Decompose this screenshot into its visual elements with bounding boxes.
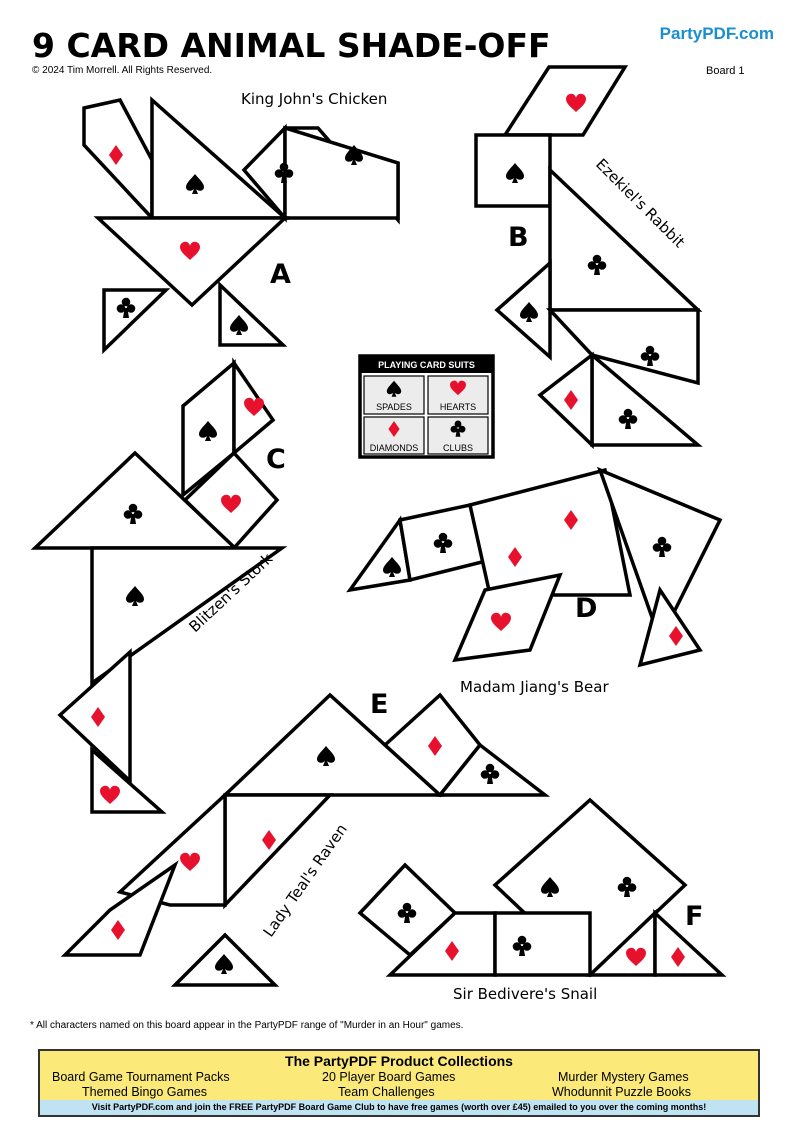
promo-item[interactable]: Board Game Tournament Packs	[52, 1070, 230, 1084]
suit-legend-content: PLAYING CARD SUITS SPADES HEARTS DIAMOND…	[360, 356, 493, 455]
bear-name: Madam Jiang's Bear	[460, 678, 609, 696]
snail-name: Sir Bedivere's Snail	[453, 985, 597, 1003]
page-title: 9 CARD ANIMAL SHADE-OFF	[32, 26, 551, 65]
bear-shapes	[346, 466, 723, 668]
snail-letter: F	[685, 901, 703, 932]
promo-item[interactable]: 20 Player Board Games	[322, 1070, 456, 1084]
promo-title: The PartyPDF Product Collections	[285, 1053, 513, 1069]
copyright: © 2024 Tim Morrell. All Rights Reserved.	[32, 65, 213, 76]
bear-letter: D	[575, 593, 597, 624]
legend-title: PLAYING CARD SUITS	[378, 360, 475, 370]
stork-letter: C	[266, 444, 286, 475]
rabbit-letter: B	[508, 222, 529, 253]
chicken-letter: A	[270, 259, 291, 290]
chicken-shapes	[82, 96, 400, 355]
raven-letter: E	[370, 689, 388, 720]
brand-link[interactable]: PartyPDF.com	[659, 24, 774, 43]
chicken-name: King John's Chicken	[241, 90, 387, 108]
promo-bar[interactable]: Visit PartyPDF.com and join the FREE Par…	[40, 1100, 758, 1115]
snail-shapes	[357, 797, 727, 978]
legend-clubs: CLUBS	[443, 443, 473, 453]
footnote: * All characters named on this board app…	[30, 1020, 464, 1031]
legend-diamonds: DIAMONDS	[370, 443, 419, 453]
promo-item[interactable]: Whodunnit Puzzle Books	[552, 1085, 691, 1099]
legend-spades: SPADES	[376, 402, 412, 412]
promo-item[interactable]: Team Challenges	[338, 1085, 435, 1099]
promo-box: The PartyPDF Product Collections Board G…	[38, 1049, 760, 1117]
promo-item[interactable]: Themed Bingo Games	[82, 1085, 208, 1099]
legend-hearts: HEARTS	[440, 402, 476, 412]
board-number: Board 1	[706, 65, 745, 77]
promo-item[interactable]: Murder Mystery Games	[558, 1070, 689, 1084]
rabbit-shapes	[474, 65, 703, 450]
